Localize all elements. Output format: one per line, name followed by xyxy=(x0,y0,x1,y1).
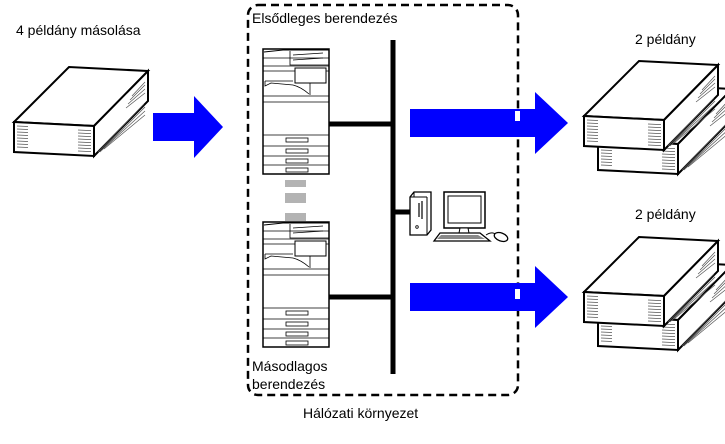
output-top-label: 2 példány xyxy=(635,31,696,47)
source-label: 4 példány másolása xyxy=(16,22,141,38)
network-label: Hálózati környezet xyxy=(303,405,419,421)
network-boundary xyxy=(246,3,520,397)
secondary-device-label-line2: berendezés xyxy=(252,376,326,392)
output-arrow-bottom-icon xyxy=(410,266,568,328)
secondary-device-label-line1: Másodlagos xyxy=(252,358,328,374)
network-lines xyxy=(329,40,412,374)
source-paper-stack-icon xyxy=(13,66,149,157)
input-arrow-icon xyxy=(153,96,223,158)
output-stack-bottom-icon xyxy=(583,236,725,351)
output-arrow-top-icon xyxy=(410,92,568,154)
output-stack-top-icon xyxy=(583,60,725,175)
desktop-computer-icon[interactable] xyxy=(409,191,509,243)
output-bottom-label: 2 példány xyxy=(635,206,696,222)
secondary-copier-icon[interactable] xyxy=(262,221,330,348)
device-separator xyxy=(285,180,306,221)
primary-device-label: Elsődleges berendezés xyxy=(252,10,398,26)
primary-copier-icon[interactable] xyxy=(262,48,330,175)
